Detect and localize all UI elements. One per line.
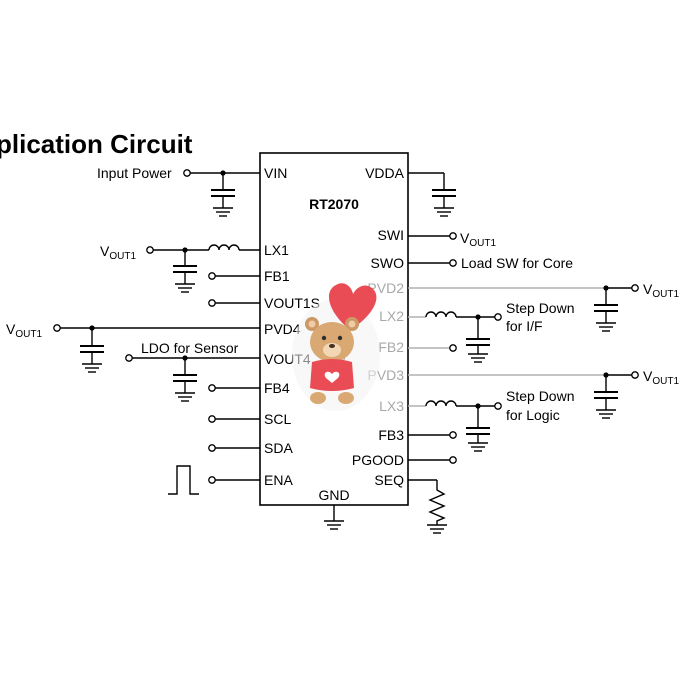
vout4-network <box>125 354 260 402</box>
lx1-vout-label: VOUT1 <box>100 243 136 262</box>
input-power-label: Input Power <box>97 165 172 181</box>
bear-watermark-icon <box>292 283 380 411</box>
pin-seq: SEQ <box>374 472 404 488</box>
pvd2-network <box>408 284 639 332</box>
pin-fb3: FB3 <box>378 427 404 443</box>
fb1-terminal <box>208 272 260 280</box>
pin-vdda: VDDA <box>365 165 405 181</box>
pin-pvd4: PVD4 <box>264 321 301 337</box>
pin-lx3: LX3 <box>379 398 404 414</box>
ldo-sensor-label: LDO for Sensor <box>141 340 239 356</box>
pin-ena: ENA <box>264 472 293 488</box>
pvd4-vout-label: VOUT1 <box>6 321 42 340</box>
lx2-network <box>408 311 502 363</box>
pin-pgood: PGOOD <box>352 452 404 468</box>
pin-swo: SWO <box>371 255 405 271</box>
vdda-network <box>408 172 456 217</box>
step-down-if-label-1: Step Down <box>506 300 574 316</box>
fb4-terminal <box>208 384 260 392</box>
vout1s-terminal <box>208 299 260 307</box>
pin-swi: SWI <box>378 227 404 243</box>
swo-terminal <box>408 259 457 267</box>
pin-fb1: FB1 <box>264 268 290 284</box>
chip-name: RT2070 <box>309 196 359 212</box>
pvd2-vout-label: VOUT1 <box>643 281 679 300</box>
section-title: plication Circuit <box>0 129 193 159</box>
fb3-terminal <box>408 431 457 439</box>
step-down-logic-label-1: Step Down <box>506 388 574 404</box>
pin-gnd: GND <box>318 487 349 503</box>
pin-vout1s: VOUT1S <box>264 295 320 311</box>
pvd3-network <box>408 371 639 419</box>
pin-vin: VIN <box>264 165 287 181</box>
swi-vout-label: VOUT1 <box>460 230 496 249</box>
step-down-if-label-2: for I/F <box>506 318 543 334</box>
sda-terminal <box>208 444 260 452</box>
swi-terminal <box>408 232 457 240</box>
pin-fb4: FB4 <box>264 380 290 396</box>
pin-pvd2: PVD2 <box>367 280 404 296</box>
gnd-network <box>324 505 344 530</box>
fb2-terminal <box>408 344 457 352</box>
pin-fb2: FB2 <box>378 339 404 355</box>
pvd4-network <box>53 324 260 373</box>
pulse-icon <box>168 465 199 495</box>
vin-network <box>183 169 260 217</box>
pin-sda: SDA <box>264 440 293 456</box>
pin-scl: SCL <box>264 411 291 427</box>
lx3-network <box>408 400 502 452</box>
ena-network <box>168 465 260 495</box>
pin-lx2: LX2 <box>379 308 404 324</box>
pin-lx1: LX1 <box>264 242 289 258</box>
step-down-logic-label-2: for Logic <box>506 407 560 423</box>
lx1-network <box>146 244 260 293</box>
pvd3-vout-label: VOUT1 <box>643 368 679 387</box>
pgood-terminal <box>408 456 457 464</box>
scl-terminal <box>208 415 260 423</box>
seq-resistor-network <box>408 479 447 534</box>
load-sw-label: Load SW for Core <box>461 255 573 271</box>
